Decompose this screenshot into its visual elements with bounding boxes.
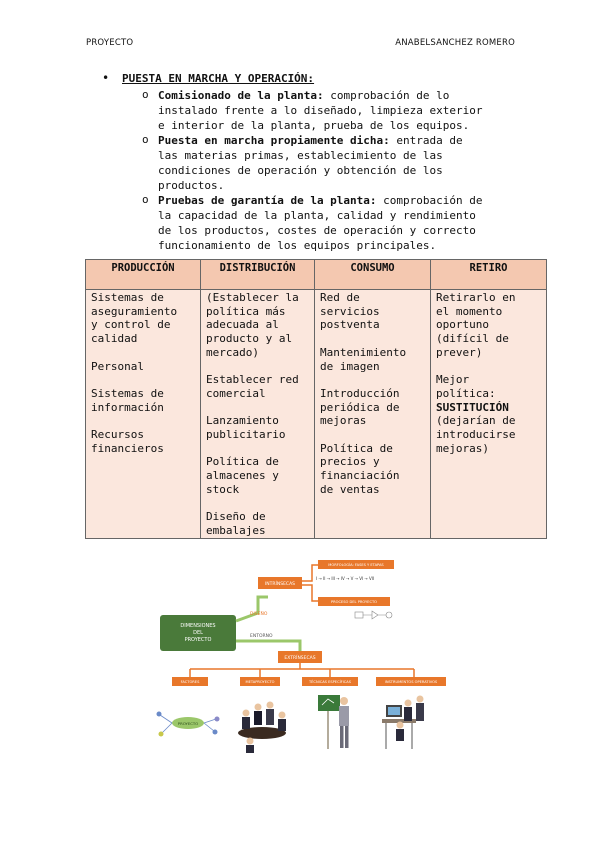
main-box-line: PROYECTO xyxy=(185,637,212,643)
list-item-text: Comisionado de la planta: comprobación d… xyxy=(158,88,518,133)
item-desc-line: instalado frente a lo diseñado, limpieza… xyxy=(158,104,483,117)
item-desc-line: e interior de la planta, prueba de los e… xyxy=(158,119,470,132)
bottom-label: METAPROYECTO xyxy=(245,680,274,684)
list-marker: o xyxy=(142,88,149,101)
extrinsecas-label: EXTRÍNSECAS xyxy=(284,654,315,661)
top-box-1-label: MORFOLOGÍA: FASES Y ETAPAS xyxy=(328,562,384,567)
item-desc-line: condiciones de operación y obtención de … xyxy=(158,164,443,177)
cell-item: Personal xyxy=(91,359,144,373)
column-header-retiro: RETIRO xyxy=(430,259,547,290)
bottom-box-tecnicas xyxy=(302,677,358,686)
item-desc: comprobación de lo xyxy=(323,89,450,102)
list-item-text: Puesta en marcha propiamente dicha: entr… xyxy=(158,133,518,193)
column-header-produccion: PRODUCCIÓN xyxy=(85,259,201,290)
branch-lines xyxy=(189,663,415,677)
main-box-line: DEL xyxy=(193,630,203,636)
bottom-box-metaproyecto xyxy=(240,677,280,686)
lifecycle-table: PRODUCCIÓN DISTRIBUCIÓN CONSUMO RETIRO S… xyxy=(85,259,547,539)
project-dimensions-diagram: DIMENSIONES DEL PROYECTO DISEÑO ENTORNO … xyxy=(156,560,446,753)
header-right: ANABELSANCHEZ ROMERO xyxy=(395,38,515,48)
item-desc-line: productos. xyxy=(158,179,225,192)
item-term: Pruebas de garantía de la planta: xyxy=(158,194,377,207)
arrow-diseno xyxy=(235,595,268,623)
bottom-label: TÉCNICAS ESPECÍFICAS xyxy=(308,679,352,684)
item-term: Comisionado de la planta: xyxy=(158,89,324,102)
proyecto-label: PROYECTO xyxy=(178,721,198,726)
arrow-entorno xyxy=(236,639,302,651)
emphasis-text: SUSTITUCIÓN xyxy=(436,400,509,414)
extrinsecas-box xyxy=(278,651,322,663)
arrow-to-top2 xyxy=(302,584,318,602)
item-term: Puesta en marcha propiamente dicha: xyxy=(158,134,390,147)
header-left: PROYECTO xyxy=(86,38,134,48)
item-desc-line: de los productos, costes de operación y … xyxy=(158,224,476,237)
column-header-distribucion: DISTRIBUCIÓN xyxy=(200,259,315,290)
top-box-1 xyxy=(318,560,394,569)
column-header-consumo: CONSUMO xyxy=(314,259,431,290)
bottom-label: FACTORES xyxy=(181,680,200,684)
main-box xyxy=(160,615,236,651)
main-box-line: DIMENSIONES xyxy=(180,623,215,629)
bottom-box-instrumentos xyxy=(376,677,446,686)
workstation-illustration xyxy=(382,695,424,749)
presenter-illustration xyxy=(318,695,349,749)
intrinsecas-box xyxy=(258,577,302,589)
bullet-point: • xyxy=(102,71,110,85)
list-marker: o xyxy=(142,133,149,146)
item-desc-line: la capacidad de la planta, calidad y ren… xyxy=(158,209,476,222)
top-box-2 xyxy=(318,597,390,606)
table-header-row: PRODUCCIÓN DISTRIBUCIÓN CONSUMO RETIRO xyxy=(85,259,547,290)
phases-sequence: I → II → III → IV → V → VI → VII xyxy=(316,576,374,581)
label-entorno: ENTORNO xyxy=(250,633,273,639)
list-marker: o xyxy=(142,193,149,206)
proyecto-oval xyxy=(172,717,204,729)
top-box-2-label: PROCESO DEL PROYECTO xyxy=(331,600,377,604)
item-desc: entrada de xyxy=(389,134,463,147)
item-desc-line: las materias primas, establecimiento de … xyxy=(158,149,443,162)
bottom-label: INSTRUMENTOS OPERATIVOS xyxy=(385,680,438,684)
item-desc-line: funcionamiento de los equipos principale… xyxy=(158,239,437,252)
arrow-to-top1 xyxy=(302,564,318,582)
meeting-illustration xyxy=(238,701,286,753)
bottom-box-factores xyxy=(172,677,208,686)
list-item-text: Pruebas de garantía de la planta: compro… xyxy=(158,193,518,253)
flow-sketch xyxy=(354,611,364,619)
label-diseno: DISEÑO xyxy=(250,610,268,617)
intrinsecas-label: INTRÍNSECAS xyxy=(265,580,295,587)
item-desc: comprobación de xyxy=(376,194,483,207)
section-title: PUESTA EN MARCHA Y OPERACIÓN: xyxy=(122,72,315,85)
